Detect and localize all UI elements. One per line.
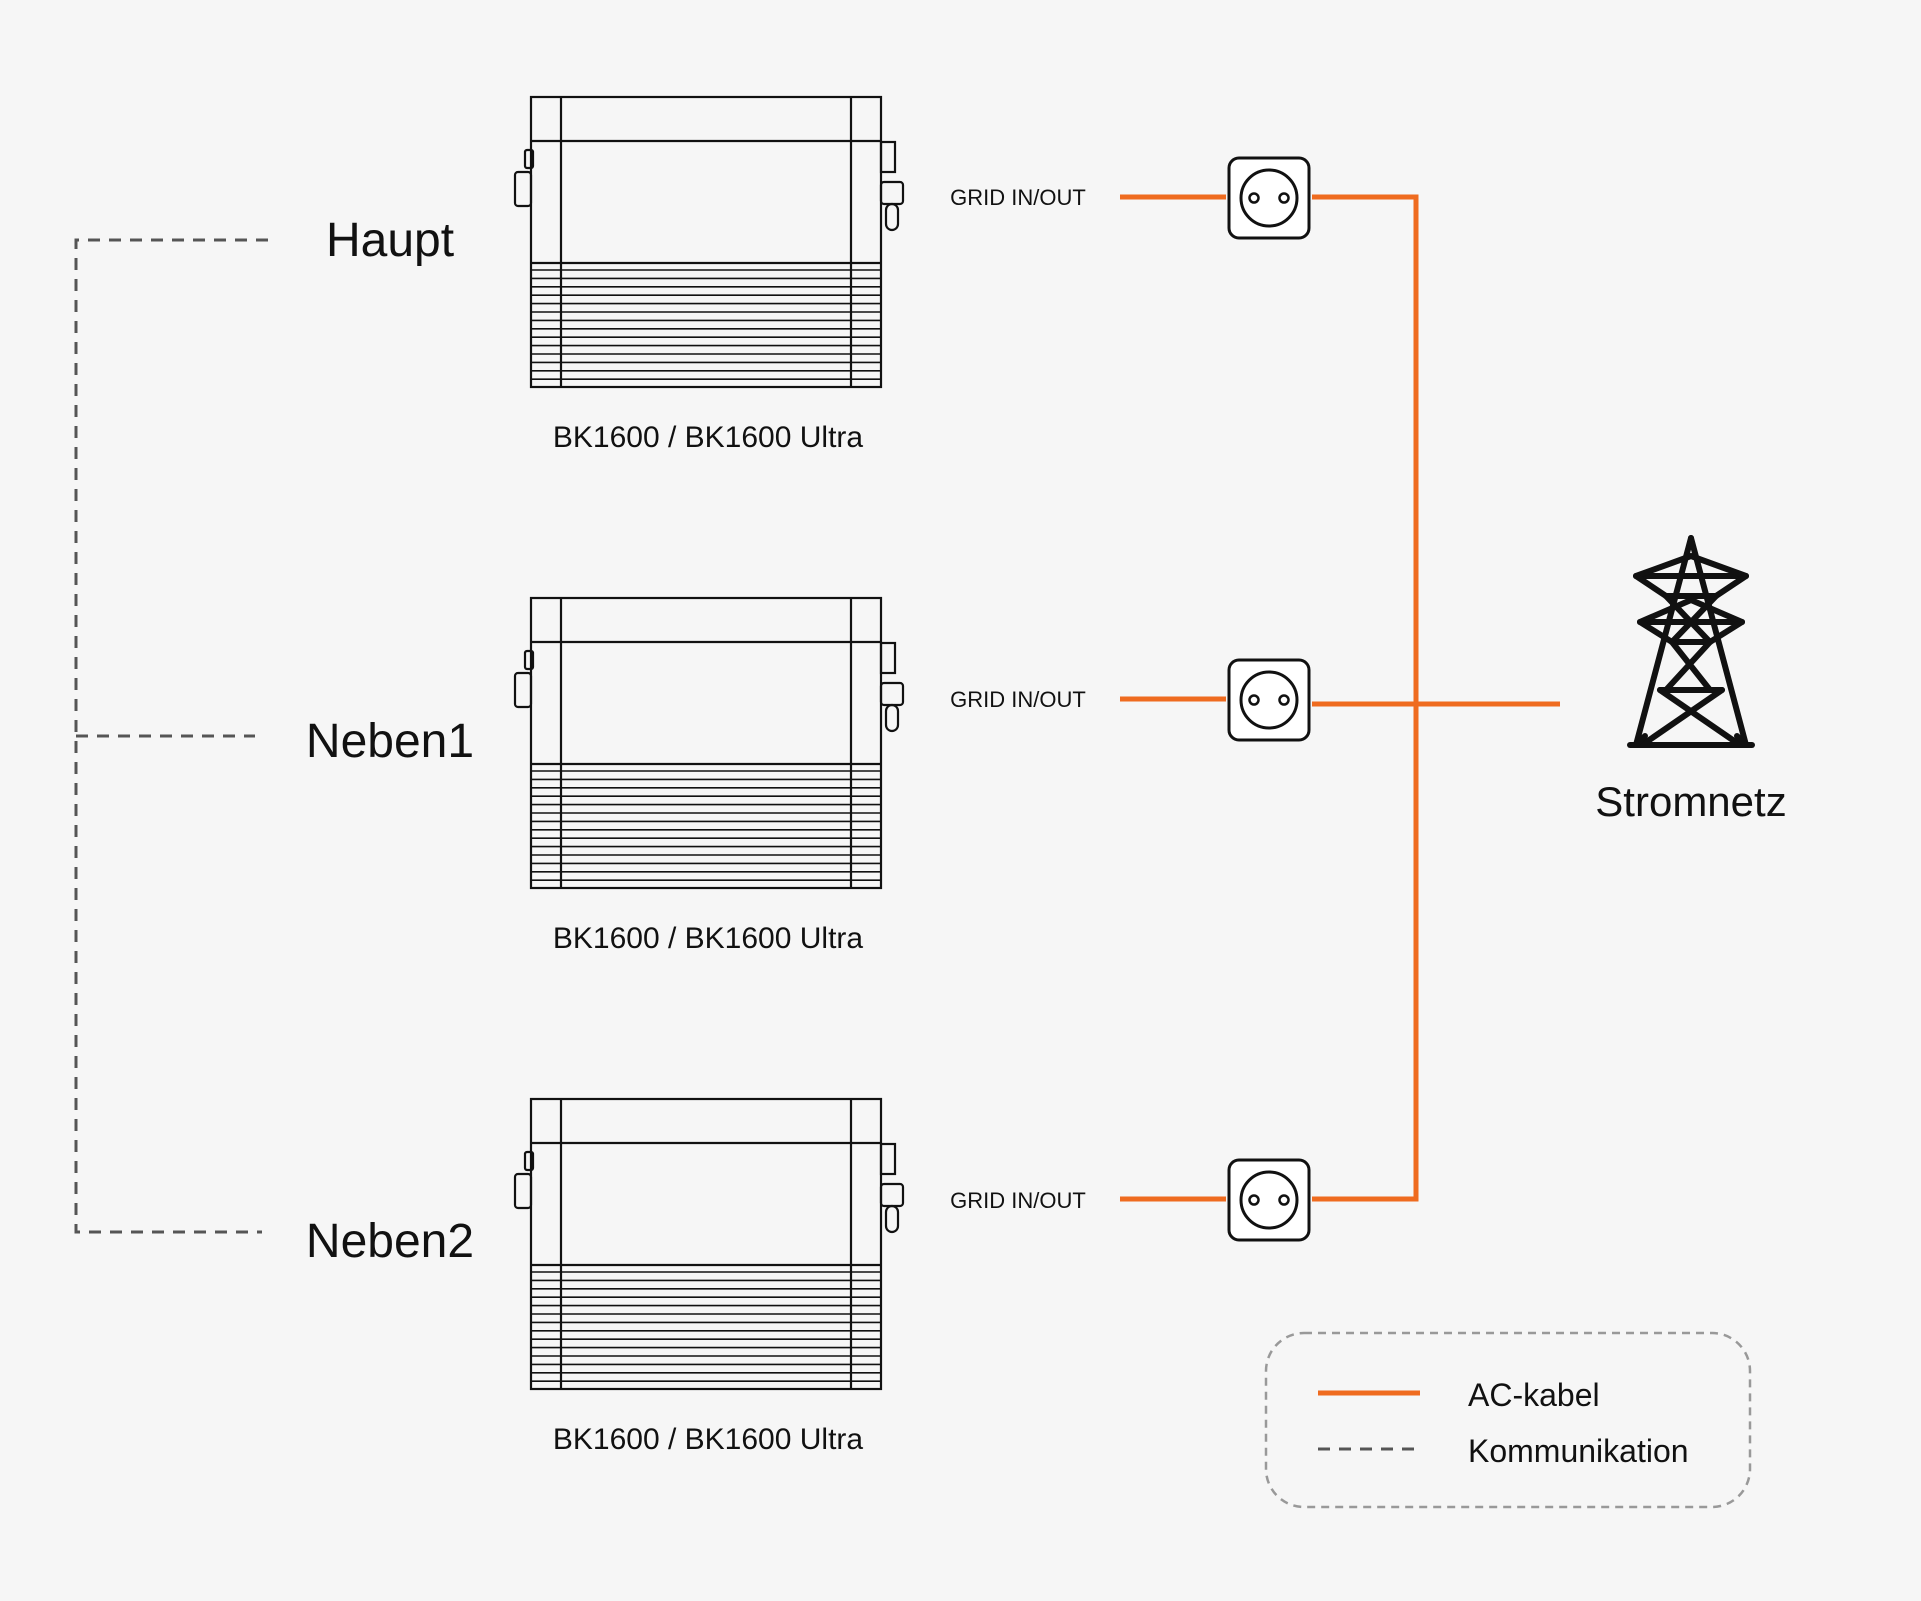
power-socket-icon xyxy=(1227,1158,1311,1242)
grid-port-label: GRID IN/OUT xyxy=(950,687,1086,712)
legend: AC-kabel Kommunikation xyxy=(1264,1331,1752,1509)
unit-model-label: BK1600 / BK1600 Ultra xyxy=(553,922,864,955)
power-tower-icon xyxy=(1627,535,1755,748)
communication-lines xyxy=(74,238,268,1234)
unit-neben1: Neben1 BK1600 / BK1600 Ultra GRID IN/OUT xyxy=(306,596,1311,955)
unit-haupt: Haupt BK1600 / BK1600 Ultra GRID IN/OUT xyxy=(326,95,1311,454)
ac-cable-lines xyxy=(1120,194,1560,1202)
power-socket-icon xyxy=(1227,156,1311,240)
legend-communication-label: Kommunikation xyxy=(1468,1433,1689,1469)
unit-role-label: Neben2 xyxy=(306,1215,474,1268)
unit-model-label: BK1600 / BK1600 Ultra xyxy=(553,421,864,454)
units-group: Haupt BK1600 / BK1600 Ultra GRID IN/OUT … xyxy=(306,95,1311,1456)
unit-role-label: Neben1 xyxy=(306,715,474,768)
battery-unit-icon xyxy=(513,1097,905,1391)
legend-ac-label: AC-kabel xyxy=(1468,1377,1600,1413)
legend-box xyxy=(1264,1331,1752,1509)
unit-role-label: Haupt xyxy=(326,214,454,267)
battery-unit-icon xyxy=(513,95,905,389)
grid-port-label: GRID IN/OUT xyxy=(950,185,1086,210)
unit-model-label: BK1600 / BK1600 Ultra xyxy=(553,1423,864,1456)
unit-neben2: Neben2 BK1600 / BK1600 Ultra GRID IN/OUT xyxy=(306,1097,1311,1456)
grid-label: Stromnetz xyxy=(1595,778,1786,825)
grid-port-label: GRID IN/OUT xyxy=(950,1188,1086,1213)
battery-unit-icon xyxy=(513,596,905,890)
power-socket-icon xyxy=(1227,658,1311,742)
